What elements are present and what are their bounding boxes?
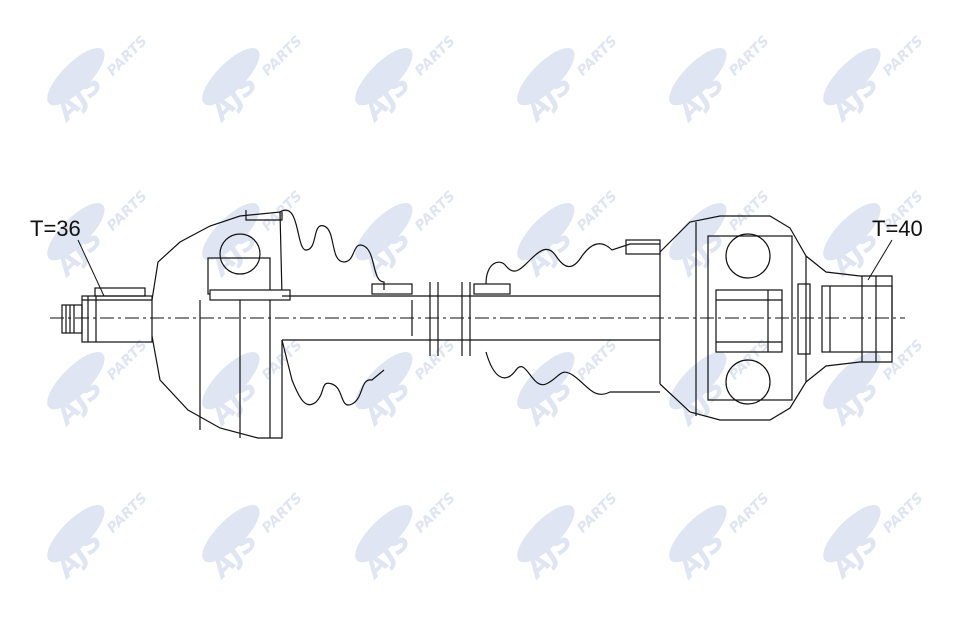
watermark-disc xyxy=(355,203,413,261)
watermark-disc xyxy=(823,505,881,563)
watermark-brand: AJS xyxy=(48,67,110,129)
right-joint-tooth-label: T=40 xyxy=(872,216,923,241)
watermark-suffix: PARTS xyxy=(880,33,926,79)
watermark-disc xyxy=(47,352,105,410)
watermark-brand: AJS xyxy=(670,222,732,284)
watermark-brand: AJS xyxy=(518,67,580,129)
watermark-suffix: PARTS xyxy=(104,490,150,536)
watermark-disc xyxy=(823,203,881,261)
watermark-brand: AJS xyxy=(824,67,886,129)
watermark-brand: AJS xyxy=(518,371,580,433)
watermark-suffix: PARTS xyxy=(104,188,150,234)
watermark-suffix: PARTS xyxy=(574,188,620,234)
watermark-brand: AJS xyxy=(48,524,110,586)
watermark-disc xyxy=(355,505,413,563)
watermark-brand: AJS xyxy=(518,524,580,586)
watermark-brand: AJS xyxy=(824,524,886,586)
watermark-brand: AJS xyxy=(670,67,732,129)
watermark-disc xyxy=(202,505,260,563)
watermark-layer: AJSPARTSAJSPARTSAJSPARTSAJSPARTSAJSPARTS… xyxy=(47,33,927,586)
watermark-disc xyxy=(669,505,727,563)
watermark-disc xyxy=(355,48,413,106)
right-callout-leader xyxy=(867,239,893,281)
watermark-suffix: PARTS xyxy=(412,490,458,536)
right-boot xyxy=(470,239,661,395)
watermark-disc xyxy=(669,48,727,106)
center-shaft xyxy=(411,282,471,356)
watermark-suffix: PARTS xyxy=(574,33,620,79)
watermark-brand: AJS xyxy=(356,222,418,284)
drive-shaft-outline xyxy=(50,209,905,439)
watermark-disc xyxy=(669,352,727,410)
watermark-disc xyxy=(823,352,881,410)
watermark-suffix: PARTS xyxy=(259,33,305,79)
watermark-suffix: PARTS xyxy=(726,188,772,234)
watermark-brand: AJS xyxy=(203,524,265,586)
watermark-disc xyxy=(517,505,575,563)
left-joint-tooth-label: T=36 xyxy=(30,216,81,241)
watermark-disc xyxy=(517,48,575,106)
watermark-brand: AJS xyxy=(824,371,886,433)
watermark-disc xyxy=(47,505,105,563)
watermark-disc xyxy=(355,352,413,410)
left-callout-leader xyxy=(77,239,105,297)
watermark-brand: AJS xyxy=(203,67,265,129)
watermark-brand: AJS xyxy=(203,222,265,284)
watermark-disc xyxy=(202,203,260,261)
watermark-suffix: PARTS xyxy=(412,33,458,79)
watermark-suffix: PARTS xyxy=(726,33,772,79)
watermark-suffix: PARTS xyxy=(104,337,150,383)
watermark-suffix: PARTS xyxy=(880,337,926,383)
watermark-suffix: PARTS xyxy=(104,33,150,79)
watermark-suffix: PARTS xyxy=(259,490,305,536)
watermark-suffix: PARTS xyxy=(412,337,458,383)
watermark-suffix: PARTS xyxy=(574,490,620,536)
watermark-disc xyxy=(47,203,105,261)
watermark-brand: AJS xyxy=(356,67,418,129)
right-stub xyxy=(797,255,893,383)
watermark-disc xyxy=(202,352,260,410)
watermark-suffix: PARTS xyxy=(574,337,620,383)
watermark-brand: AJS xyxy=(356,524,418,586)
watermark-brand: AJS xyxy=(356,371,418,433)
watermark-disc xyxy=(517,203,575,261)
left-boot xyxy=(279,209,413,406)
watermark-brand: AJS xyxy=(48,371,110,433)
left-stub xyxy=(61,287,153,343)
watermark-brand: AJS xyxy=(670,524,732,586)
watermark-disc xyxy=(202,48,260,106)
watermark-disc xyxy=(47,48,105,106)
watermark-disc xyxy=(517,352,575,410)
watermark-suffix: PARTS xyxy=(880,490,926,536)
watermark-brand: AJS xyxy=(518,222,580,284)
watermark-suffix: PARTS xyxy=(726,490,772,536)
watermark-suffix: PARTS xyxy=(412,188,458,234)
watermark-disc xyxy=(823,48,881,106)
